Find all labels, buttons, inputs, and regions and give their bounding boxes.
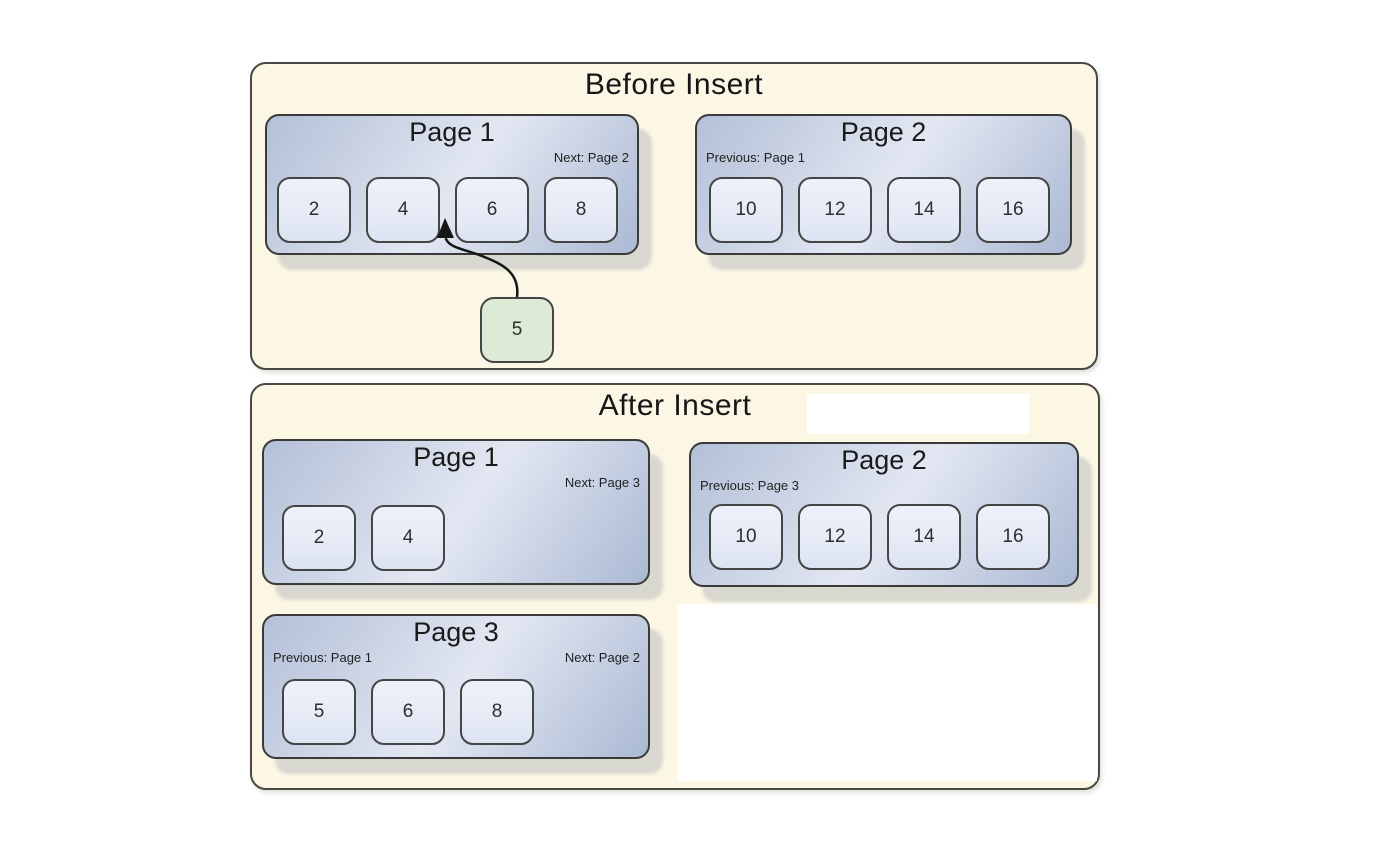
page-title: Page 3	[413, 617, 499, 647]
record-cell: 12	[798, 504, 872, 570]
page-title: Page 1	[409, 117, 495, 147]
white-patch	[677, 604, 1097, 781]
record-cell: 14	[887, 504, 961, 570]
previous-page-link-label: Previous: Page 1	[273, 650, 373, 665]
before-page-2: Page 2 Previous: Page 1 10 12 14 16	[695, 114, 1072, 255]
next-page-link-label: Next: Page 2	[553, 150, 629, 165]
insert-arrow	[437, 218, 519, 299]
record-cell: 6	[371, 679, 445, 745]
after-page-1: Page 1 Next: Page 3 2 4	[262, 439, 650, 585]
inserted-record-cell: 5	[480, 297, 554, 363]
record-cell: 4	[366, 177, 440, 243]
cell-row: 5 6 8	[282, 679, 534, 745]
record-cell: 12	[798, 177, 872, 243]
previous-page-link-label: Previous: Page 1	[706, 150, 806, 165]
cell-row: 10 12 14 16	[709, 177, 1050, 243]
record-cell: 8	[460, 679, 534, 745]
record-cell: 2	[277, 177, 351, 243]
record-cell: 6	[455, 177, 529, 243]
next-page-link-label: Next: Page 2	[564, 650, 640, 665]
previous-page-link-label: Previous: Page 3	[700, 478, 800, 493]
record-cell: 10	[709, 177, 783, 243]
next-page-link-label: Next: Page 3	[564, 475, 640, 490]
record-cell: 10	[709, 504, 783, 570]
cell-row: 2 4 6 8	[277, 177, 618, 243]
record-cell: 16	[976, 504, 1050, 570]
after-page-2: Page 2 Previous: Page 3 10 12 14 16	[689, 442, 1079, 587]
panel-title: After Insert	[598, 389, 752, 422]
after-page-3: Page 3 Previous: Page 1 Next: Page 2 5 6…	[262, 614, 650, 759]
page-title: Page 2	[840, 117, 927, 147]
record-cell: 8	[544, 177, 618, 243]
record-cell: 2	[282, 505, 356, 571]
white-patch	[807, 394, 1029, 434]
after-insert-panel: After Insert Page 1 Next: Page 3 2 4 Pag…	[250, 383, 1100, 790]
record-cell: 14	[887, 177, 961, 243]
cell-row: 2 4	[282, 505, 445, 571]
panel-title: Before Insert	[584, 68, 764, 101]
page-title: Page 2	[841, 445, 927, 475]
page-title: Page 1	[413, 442, 499, 472]
record-cell: 16	[976, 177, 1050, 243]
cell-row: 10 12 14 16	[709, 504, 1050, 570]
record-cell: 4	[371, 505, 445, 571]
record-cell: 5	[282, 679, 356, 745]
before-insert-panel: Before Insert Page 1 Next: Page 2 2 4 6 …	[250, 62, 1098, 370]
before-page-1: Page 1 Next: Page 2 2 4 6 8	[265, 114, 639, 255]
